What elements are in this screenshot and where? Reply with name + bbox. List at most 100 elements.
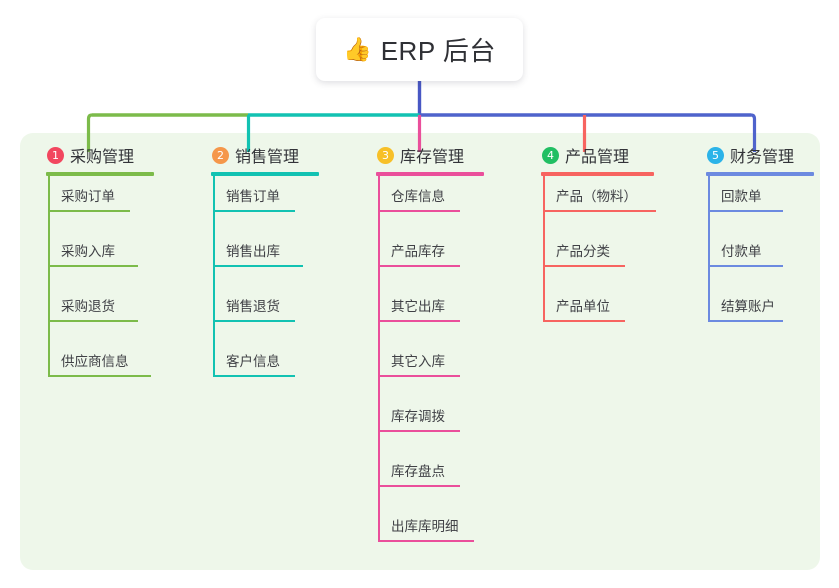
leaf-label: 产品库存 [391,244,445,259]
leaf-rule [708,320,783,322]
leaf-label: 采购入库 [61,244,115,259]
leaf-label: 采购退货 [61,299,115,314]
leaf-node[interactable]: 采购入库 [38,229,138,284]
leaf-rule [543,210,656,212]
branch-header-rule-1 [46,172,154,176]
leaf-rule [48,210,130,212]
leaf-label: 库存调拨 [391,409,445,424]
branch-header-4[interactable]: 4 产品管理 [533,140,654,176]
leaf-rule [213,210,295,212]
branch-item-list-2: 销售订单销售出库销售退货客户信息 [203,174,303,394]
leaf-label: 销售出库 [226,244,280,259]
branch-header-3[interactable]: 3 库存管理 [368,140,484,176]
leaf-label: 结算账户 [721,299,775,314]
branch-item-list-3: 仓库信息产品库存其它出库其它入库库存调拨库存盘点出库库明细 [368,174,474,559]
leaf-rule [543,265,625,267]
leaf-node[interactable]: 采购退货 [38,284,138,339]
leaf-rule [378,265,460,267]
leaf-node[interactable]: 出库库明细 [368,504,474,559]
diagram-panel [20,133,820,570]
leaf-label: 客户信息 [226,354,280,369]
leaf-rule [213,265,303,267]
leaf-node[interactable]: 产品（物料） [533,174,656,229]
branch-column-2: 2 销售管理销售订单销售出库销售退货客户信息 [203,140,319,394]
branch-title-1: 采购管理 [70,149,135,166]
leaf-rule [378,375,460,377]
branch-header-rule-2 [211,172,319,176]
branch-title-2: 销售管理 [235,149,300,166]
branch-title-5: 财务管理 [730,149,795,166]
leaf-rule [543,320,625,322]
leaf-label: 供应商信息 [61,354,129,369]
leaf-node[interactable]: 销售出库 [203,229,303,284]
leaf-label: 采购订单 [61,189,115,204]
branch-spine-1 [48,174,50,376]
leaf-rule [48,265,138,267]
leaf-rule [378,540,474,542]
leaf-label: 库存盘点 [391,464,445,479]
leaf-label: 产品分类 [556,244,610,259]
branch-badge-5: 5 [707,146,724,164]
leaf-node[interactable]: 其它入库 [368,339,464,394]
leaf-node[interactable]: 销售订单 [203,174,299,229]
leaf-node[interactable]: 库存盘点 [368,449,464,504]
leaf-label: 产品单位 [556,299,610,314]
leaf-node[interactable]: 其它出库 [368,284,464,339]
leaf-label: 出库库明细 [391,519,459,534]
leaf-rule [378,320,460,322]
branch-spine-4 [543,174,545,321]
branch-item-list-5: 回款单付款单结算账户 [698,174,794,339]
thumbs-up-icon: 👍 [343,36,372,62]
leaf-rule [48,375,151,377]
leaf-label: 销售订单 [226,189,280,204]
branch-badge-3: 3 [377,146,394,164]
branch-column-3: 3 库存管理仓库信息产品库存其它出库其它入库库存调拨库存盘点出库库明细 [368,140,484,559]
leaf-rule [378,485,460,487]
leaf-node[interactable]: 采购订单 [38,174,134,229]
leaf-node[interactable]: 库存调拨 [368,394,464,449]
branch-header-2[interactable]: 2 销售管理 [203,140,319,176]
branch-column-5: 5 财务管理回款单付款单结算账户 [698,140,814,339]
branch-title-4: 产品管理 [565,149,630,166]
branch-column-4: 4 产品管理产品（物料） 产品分类产品单位 [533,140,656,339]
leaf-node[interactable]: 回款单 [698,174,794,229]
branch-spine-5 [708,174,710,321]
leaf-node[interactable]: 结算账户 [698,284,794,339]
branch-spine-3 [378,174,380,541]
leaf-node[interactable]: 产品单位 [533,284,629,339]
branch-header-rule-4 [541,172,654,176]
leaf-rule [213,320,295,322]
leaf-rule [708,210,783,212]
leaf-node[interactable]: 产品库存 [368,229,464,284]
branch-badge-4: 4 [542,146,559,164]
leaf-label: 其它出库 [391,299,445,314]
leaf-node[interactable]: 产品分类 [533,229,629,284]
branch-title-3: 库存管理 [400,149,465,166]
leaf-node[interactable]: 销售退货 [203,284,299,339]
leaf-rule [708,265,783,267]
leaf-rule [378,430,460,432]
branch-column-1: 1 采购管理采购订单采购入库采购退货供应商信息 [38,140,154,394]
leaf-rule [48,320,138,322]
branch-header-rule-3 [376,172,484,176]
page-title: ERP 后台 [380,36,496,66]
leaf-label: 回款单 [721,189,762,204]
leaf-label: 销售退货 [226,299,280,314]
leaf-node[interactable]: 仓库信息 [368,174,464,229]
leaf-rule [213,375,295,377]
branch-header-rule-5 [706,172,814,176]
leaf-label: 其它入库 [391,354,445,369]
branch-item-list-1: 采购订单采购入库采购退货供应商信息 [38,174,151,394]
branch-header-1[interactable]: 1 采购管理 [38,140,154,176]
branch-item-list-4: 产品（物料） 产品分类产品单位 [533,174,656,339]
branch-badge-2: 2 [212,146,229,164]
root-node[interactable]: 👍 ERP 后台 [316,18,523,81]
leaf-node[interactable]: 供应商信息 [38,339,151,394]
branch-badge-1: 1 [47,146,64,164]
leaf-rule [378,210,460,212]
branch-spine-2 [213,174,215,376]
branch-header-5[interactable]: 5 财务管理 [698,140,814,176]
leaf-label: 产品（物料） [556,189,637,204]
leaf-node[interactable]: 客户信息 [203,339,299,394]
leaf-node[interactable]: 付款单 [698,229,794,284]
